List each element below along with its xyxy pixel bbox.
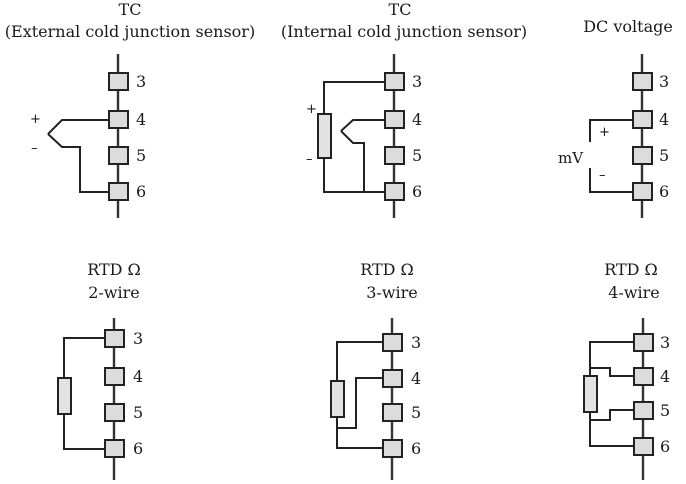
terminal-3-label: 3 — [411, 333, 421, 352]
voltage-negative-lead — [589, 168, 633, 193]
rtd-2wire-title: RTD Ω — [87, 260, 141, 279]
cold-junction-sensor — [317, 113, 332, 159]
terminal-6 — [108, 182, 129, 201]
panel-rtd-4wire: RTD Ω 4-wire 3 4 5 6 — [583, 260, 670, 480]
terminal-3-label: 3 — [136, 72, 146, 91]
terminal-6-label: 6 — [133, 439, 143, 458]
terminal-5-label: 5 — [659, 146, 669, 165]
terminal-6 — [382, 439, 403, 458]
thermocouple-positive-lead — [47, 119, 109, 135]
terminal-4-label: 4 — [412, 110, 422, 129]
terminal-4-label: 4 — [136, 110, 146, 129]
rtd-resistor — [330, 380, 345, 418]
rtd-resistor — [57, 377, 72, 415]
panel-tc-internal: TC (Internal cold junction sensor) 3 4 5… — [281, 0, 527, 218]
rtd-wire-terminal-6 — [336, 417, 383, 449]
millivolt-label: mV — [558, 149, 584, 167]
panel-dc-voltage: DC voltage 3 4 5 6 + – mV — [558, 17, 673, 218]
dc-voltage-title: DC voltage — [583, 17, 673, 36]
plus-sign: + — [306, 102, 317, 117]
rtd-wire-terminal-6 — [589, 412, 634, 447]
tc-external-subtitle: (External cold junction sensor) — [5, 22, 255, 41]
terminal-3-label: 3 — [659, 72, 669, 91]
terminal-6 — [384, 182, 405, 201]
terminal-5-label: 5 — [660, 401, 670, 420]
thermocouple-negative-lead — [47, 133, 109, 193]
voltage-positive-lead — [589, 119, 633, 142]
terminal-6-label: 6 — [411, 439, 421, 458]
terminal-5-label: 5 — [136, 146, 146, 165]
rtd-4wire-title: RTD Ω — [604, 260, 658, 279]
plus-sign: + — [599, 125, 610, 140]
rtd-wire-terminal-3 — [589, 341, 634, 376]
rtd-wire-terminal-3 — [336, 341, 383, 381]
rtd-4wire-subtitle: 4-wire — [608, 283, 660, 302]
terminal-4 — [633, 367, 654, 386]
panel-rtd-3wire: RTD Ω 3-wire 3 4 5 6 — [330, 260, 421, 480]
terminal-6-label: 6 — [660, 437, 670, 456]
terminal-4 — [382, 369, 403, 388]
rtd-resistor — [583, 375, 598, 413]
tc-external-title: TC — [119, 0, 142, 19]
rtd-wire-terminal-5 — [590, 409, 634, 421]
terminal-5-label: 5 — [133, 403, 143, 422]
terminal-3 — [633, 333, 654, 352]
terminal-5 — [384, 146, 405, 165]
terminal-5-label: 5 — [411, 403, 421, 422]
minus-sign: – — [599, 168, 606, 183]
tc-internal-title: TC — [389, 0, 412, 19]
terminal-4-label: 4 — [659, 110, 669, 129]
terminal-4 — [104, 367, 125, 386]
terminal-4 — [384, 110, 405, 129]
terminal-5 — [104, 403, 125, 422]
panel-tc-external: TC (External cold junction sensor) 3 4 5… — [5, 0, 255, 218]
terminal-5 — [382, 403, 403, 422]
minus-sign: – — [31, 141, 38, 156]
thermocouple-positive-lead — [340, 119, 385, 132]
terminal-6-label: 6 — [412, 182, 422, 201]
terminal-3 — [382, 333, 403, 352]
sensor-wire-terminal-6 — [323, 158, 385, 193]
tc-internal-subtitle: (Internal cold junction sensor) — [281, 22, 527, 41]
terminal-3 — [632, 72, 653, 91]
terminal-3-label: 3 — [412, 72, 422, 91]
rtd-wire-terminal-4 — [337, 377, 383, 429]
plus-sign: + — [30, 112, 41, 127]
terminal-3 — [384, 72, 405, 91]
rtd-wire-terminal-4 — [590, 367, 634, 377]
terminal-6 — [632, 182, 653, 201]
terminal-5 — [632, 146, 653, 165]
terminal-3 — [108, 72, 129, 91]
terminal-6-label: 6 — [136, 182, 146, 201]
terminal-3 — [104, 329, 125, 348]
terminal-3-label: 3 — [133, 329, 143, 348]
terminal-5-label: 5 — [412, 146, 422, 165]
rtd-2wire-subtitle: 2-wire — [88, 283, 140, 302]
terminal-6-label: 6 — [659, 182, 669, 201]
sensor-wire-terminal-3 — [323, 81, 385, 114]
thermocouple-negative-lead — [340, 130, 365, 192]
terminal-6 — [104, 439, 125, 458]
minus-sign: – — [306, 152, 313, 167]
terminal-4-label: 4 — [660, 367, 670, 386]
terminal-5 — [633, 401, 654, 420]
terminal-3-label: 3 — [660, 333, 670, 352]
terminal-6 — [633, 437, 654, 456]
rtd-wire-terminal-3 — [63, 337, 105, 378]
terminal-4 — [108, 110, 129, 129]
terminal-4-label: 4 — [411, 369, 421, 388]
panel-rtd-2wire: RTD Ω 2-wire 3 4 5 6 — [57, 260, 143, 480]
terminal-5 — [108, 146, 129, 165]
rtd-3wire-title: RTD Ω — [360, 260, 414, 279]
rtd-3wire-subtitle: 3-wire — [366, 283, 418, 302]
rtd-wire-terminal-6 — [63, 414, 105, 450]
terminal-4-label: 4 — [133, 367, 143, 386]
terminal-4 — [632, 110, 653, 129]
